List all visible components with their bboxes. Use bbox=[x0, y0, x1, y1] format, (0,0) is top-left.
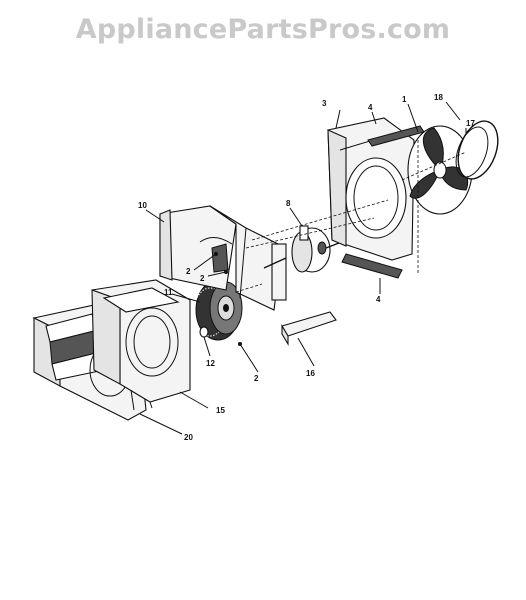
callout-label-15: 15 bbox=[216, 406, 225, 415]
part-8-fan-motor[interactable] bbox=[263, 207, 353, 301]
part-11-blower-wheel[interactable] bbox=[193, 279, 243, 341]
assembly-center-lines bbox=[235, 140, 467, 293]
callout-label-11: 11 bbox=[164, 288, 173, 297]
callout-label-18: 18 bbox=[434, 93, 443, 102]
part-18-slinger-ring[interactable] bbox=[445, 101, 505, 184]
leader-lines bbox=[139, 209, 209, 435]
callout-label-2a: 2 bbox=[186, 267, 191, 276]
callout-label-2c: 2 bbox=[254, 374, 259, 383]
part-2-screw-b[interactable] bbox=[207, 270, 228, 277]
part-16-motor-bracket[interactable] bbox=[281, 311, 337, 367]
part-4-bottom-rail[interactable] bbox=[341, 253, 403, 294]
callout-label-1: 1 bbox=[402, 95, 407, 104]
part-12-wheel-hub[interactable] bbox=[199, 326, 211, 357]
callout-label-4-top: 4 bbox=[368, 103, 373, 112]
callout-label-8: 8 bbox=[286, 199, 291, 208]
part-15-front-shroud[interactable] bbox=[91, 279, 191, 409]
callout-label-12: 12 bbox=[206, 359, 215, 368]
callout-label-10: 10 bbox=[138, 201, 147, 210]
part-10-scroll-housing[interactable] bbox=[159, 205, 283, 311]
watermark-text: AppliancePartsPros.com bbox=[75, 14, 451, 45]
part-2-screw-c[interactable] bbox=[238, 342, 259, 373]
part-3-rear-bulkhead[interactable] bbox=[327, 109, 415, 261]
callout-label-16: 16 bbox=[306, 369, 315, 378]
callout-label-4-bottom: 4 bbox=[376, 295, 381, 304]
part-2-screw-a[interactable] bbox=[193, 252, 218, 271]
callout-label-17: 17 bbox=[466, 119, 475, 128]
callout-label-3: 3 bbox=[322, 99, 327, 108]
callout-label-2b: 2 bbox=[200, 274, 205, 283]
callout-label-20: 20 bbox=[184, 433, 193, 442]
